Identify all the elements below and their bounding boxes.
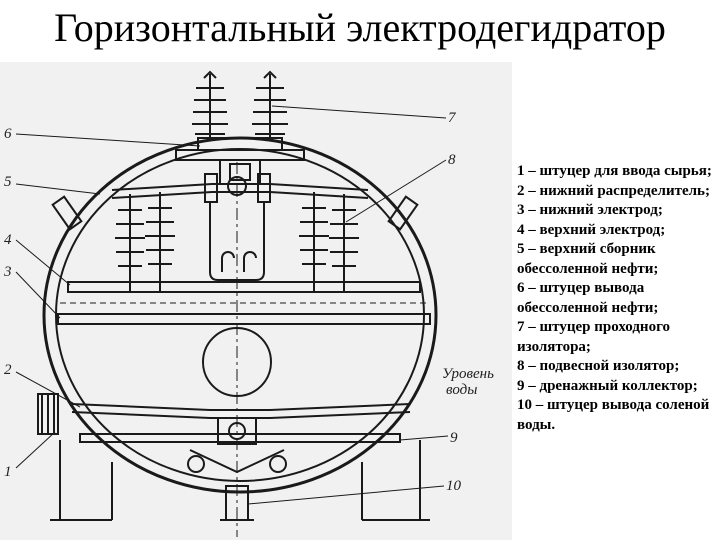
- leader-4: [15, 239, 71, 286]
- legend-item: 2 – нижний распределитель;: [517, 182, 710, 199]
- callout-9: 9: [450, 430, 458, 446]
- oil-outlet-left: [51, 195, 83, 231]
- callout-4: 4: [4, 232, 12, 248]
- hanging-insulator-right-1: [299, 192, 329, 292]
- bottom-fitting: [187, 417, 287, 474]
- leader-10: [247, 485, 445, 505]
- water-level-label-line1: Уровень: [442, 366, 494, 382]
- hanging-insulator-left-1: [115, 194, 145, 292]
- slide-title: Горизонтальный электродегидратор: [54, 5, 666, 50]
- saddle-left: [50, 440, 113, 521]
- leader-1: [15, 431, 56, 469]
- manhole: [202, 327, 272, 397]
- callout-8: 8: [448, 152, 456, 168]
- callout-6: 6: [4, 126, 12, 142]
- hook-left: [221, 251, 235, 272]
- hook-right: [243, 251, 257, 272]
- callout-3: 3: [3, 264, 12, 280]
- leader-9: [399, 435, 449, 441]
- legend-item: 5 – верхний сборник обессоленной нефти;: [517, 241, 659, 277]
- top-insulator-right: [252, 70, 288, 138]
- callout-5: 5: [4, 174, 12, 190]
- oil-outlet-right: [387, 195, 419, 231]
- callout-1: 1: [4, 464, 12, 480]
- legend-list: 1 – штуцер для ввода сырья; 2 – нижний р…: [517, 162, 717, 435]
- callout-7: 7: [448, 110, 457, 126]
- legend-item: 3 – нижний электрод;: [517, 202, 663, 218]
- scan-background: [0, 62, 512, 540]
- callout-10: 10: [446, 478, 462, 494]
- saddle-right: [361, 440, 430, 521]
- legend-item: 7 – штуцер проходного изолятора;: [517, 319, 671, 355]
- top-insulator-left: [192, 70, 228, 138]
- hanging-insulator-right-2: [329, 194, 359, 292]
- legend-item: 1 – штуцер для ввода сырья;: [517, 163, 712, 179]
- top-nozzle-block: [175, 137, 305, 185]
- legend-item: 9 – дренажный коллектор;: [517, 377, 698, 394]
- legend-item: 4 – верхний электрод;: [517, 221, 666, 238]
- legend-item: 6 – штуцер вывода обессоленной нефти;: [517, 280, 659, 316]
- leader-6: [15, 133, 201, 147]
- callout-2: 2: [4, 362, 12, 378]
- drain-collector: [79, 433, 401, 443]
- leader-3: [15, 271, 61, 319]
- leader-8: [345, 159, 447, 223]
- leader-5: [15, 183, 101, 195]
- water-level-label-line2: воды: [446, 382, 477, 398]
- upper-electrode: [67, 281, 421, 293]
- lower-electrode: [57, 313, 431, 325]
- leader-7: [271, 105, 447, 119]
- leader-2: [15, 371, 81, 408]
- hanging-insulator-left-2: [145, 192, 175, 292]
- legend-item: 8 – подвесной изолятор;: [517, 358, 680, 374]
- feed-inlet: [37, 393, 59, 435]
- dehydrator-diagram: 1 2 3 4 5 6 7 8 9 10 Уровень воды: [0, 62, 512, 540]
- legend-item: 10 – штуцер вывода соленой воды.: [517, 397, 710, 433]
